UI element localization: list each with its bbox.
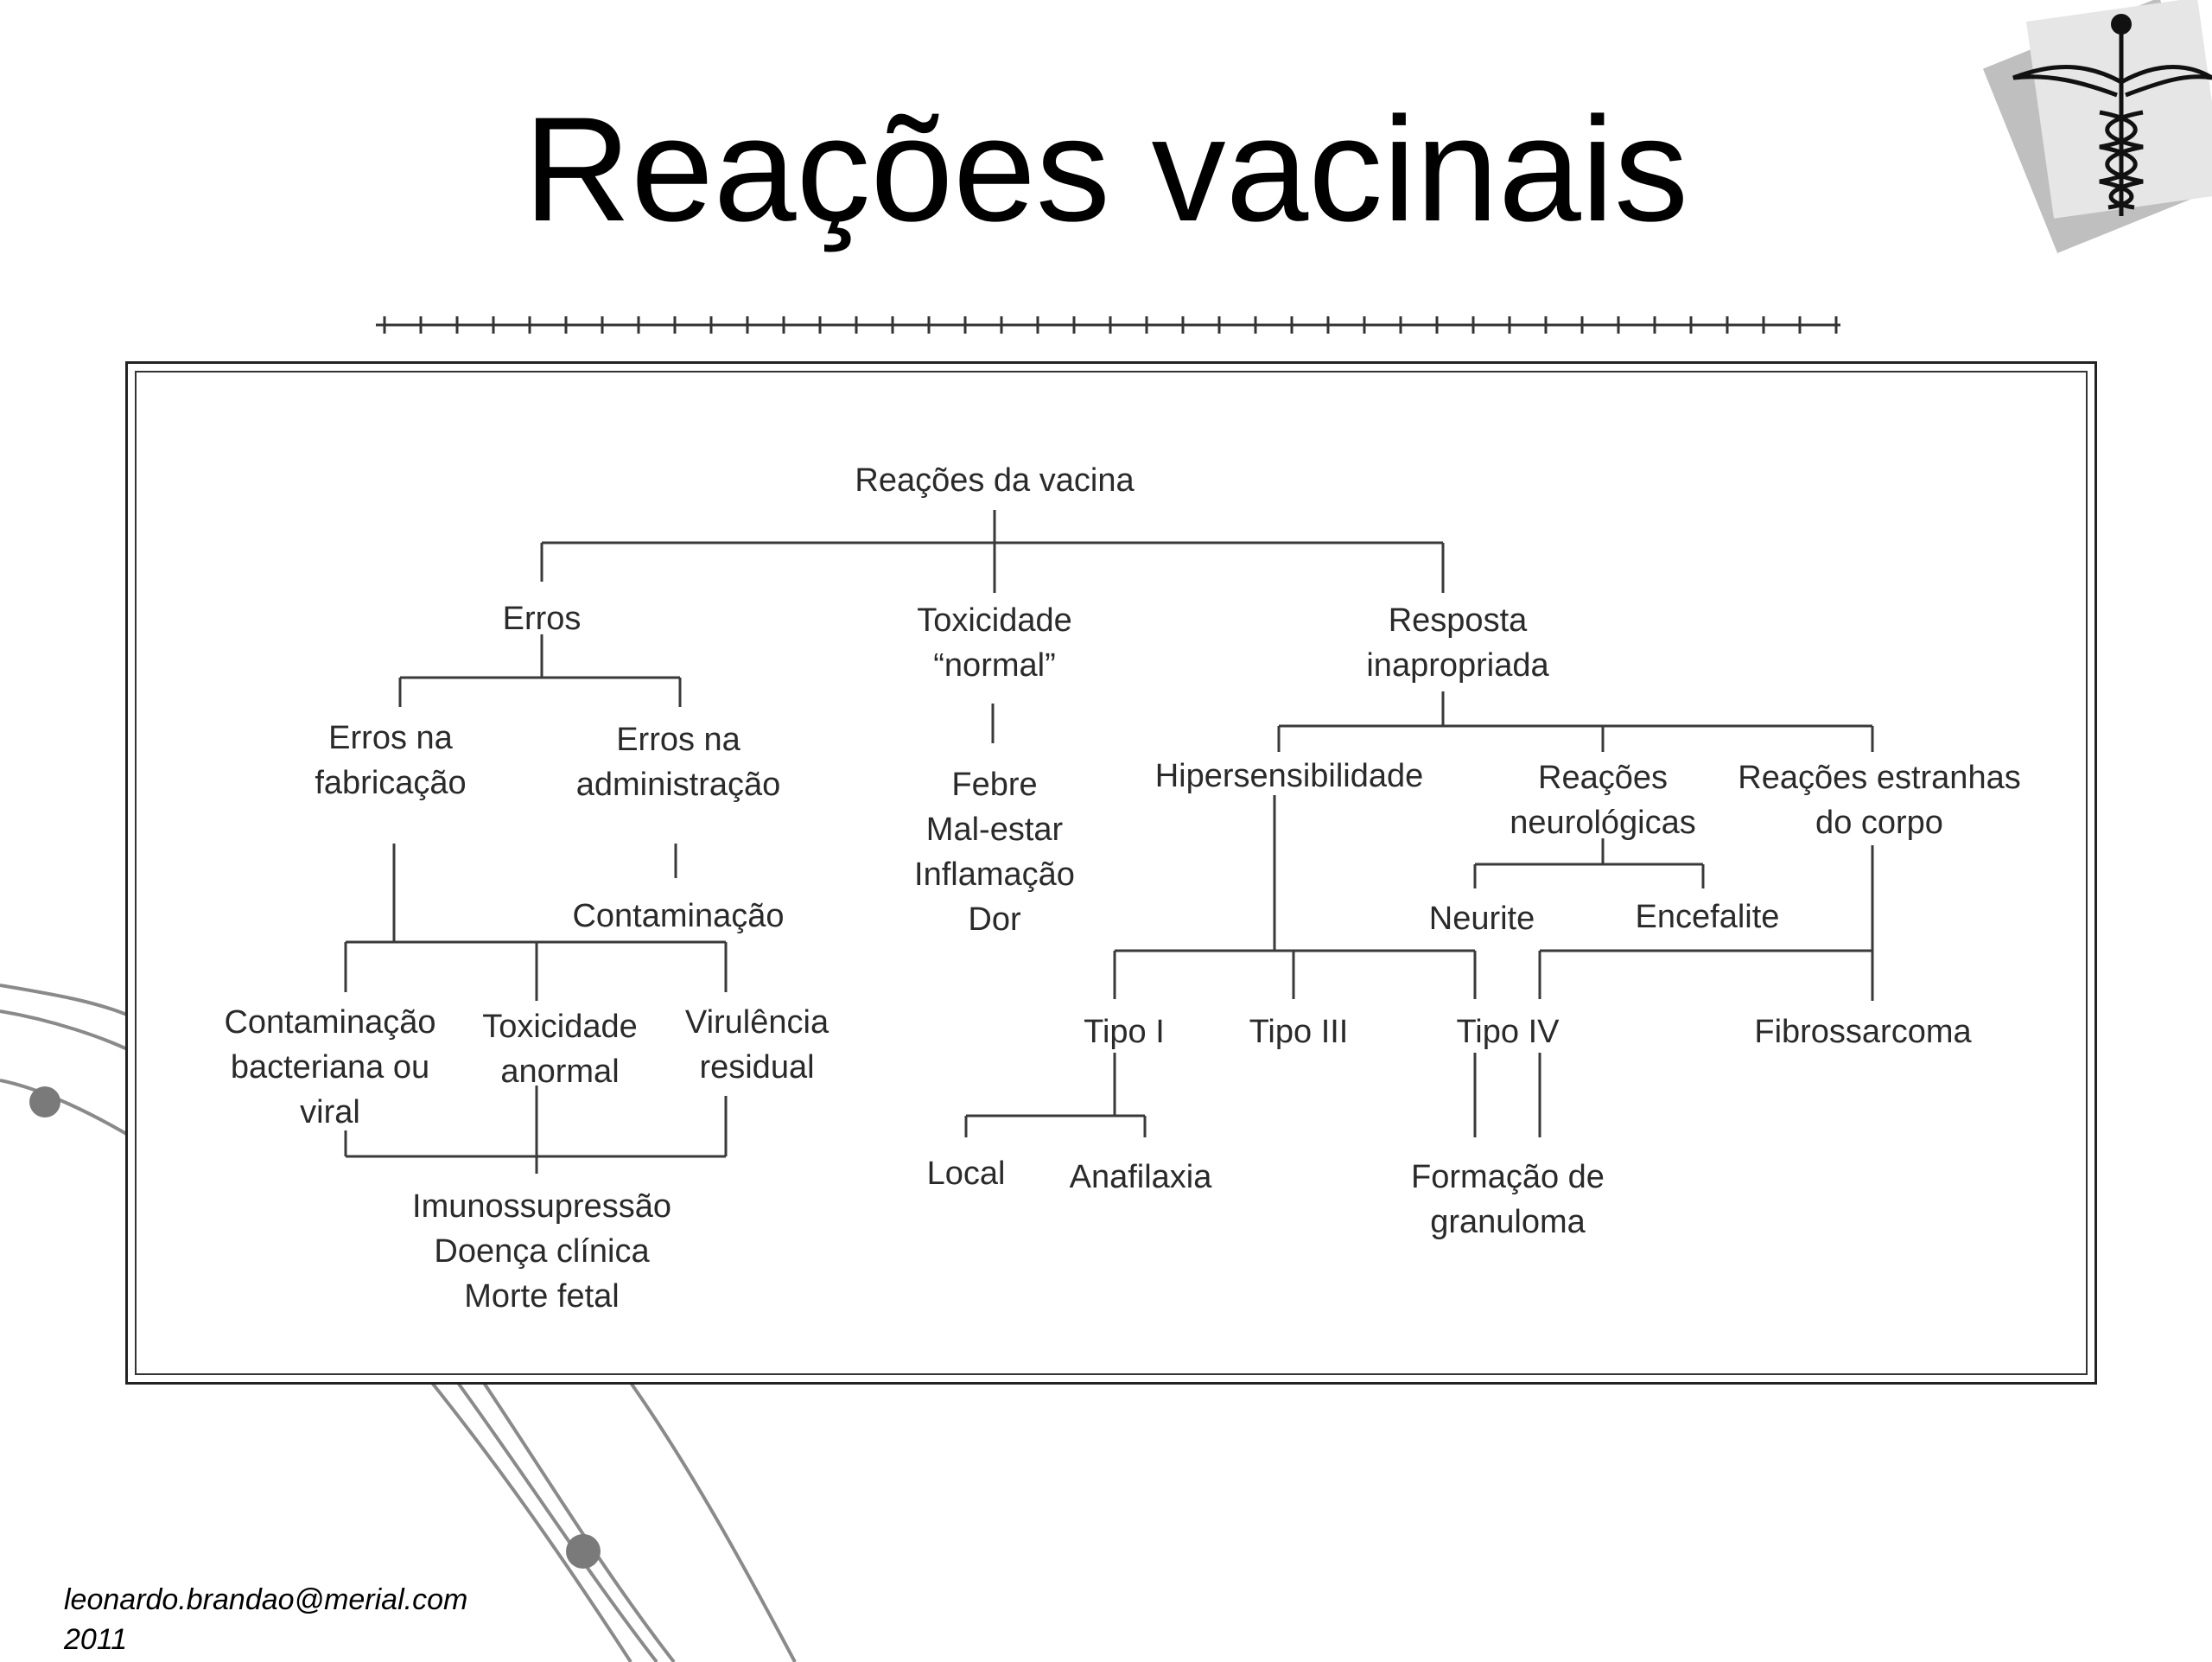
tree-connectors	[344, 510, 1874, 1174]
node-neurite: Neurite	[1428, 901, 1535, 937]
swirl-dot	[566, 1534, 601, 1569]
diagram-frame	[125, 361, 2097, 1385]
node-hipersensibilidade: Hipersensibilidade	[1154, 758, 1424, 794]
footer-email: leonardo.brandao@merial.com	[64, 1583, 468, 1616]
swirl-dot	[29, 1086, 60, 1118]
node-encefalite: Encefalite	[1635, 899, 1780, 935]
ruler-divider	[376, 316, 1840, 334]
footer-credit: leonardo.brandao@merial.com 2011	[64, 1580, 467, 1659]
node-erros: Erros	[502, 601, 582, 637]
caduceus-icon	[1982, 0, 2212, 253]
node-reacoes-da-vacina: Reações da vacina	[855, 462, 1135, 499]
node-tipo-3: Tipo III	[1249, 1014, 1349, 1050]
footer-year: 2011	[64, 1623, 128, 1656]
node-toxicidade-normal: Toxicidade“normal”	[917, 602, 1072, 684]
node-anafilaxia: Anafilaxia	[1069, 1159, 1212, 1195]
node-fibrossarcoma: Fibrossarcoma	[1754, 1014, 1972, 1050]
node-tipo-4: Tipo IV	[1456, 1014, 1560, 1050]
node-local: Local	[926, 1156, 1006, 1192]
node-contaminacao: Contaminação	[572, 898, 785, 934]
page-title: Reações vacinais	[523, 86, 1689, 252]
node-tipo-1: Tipo I	[1084, 1014, 1165, 1050]
